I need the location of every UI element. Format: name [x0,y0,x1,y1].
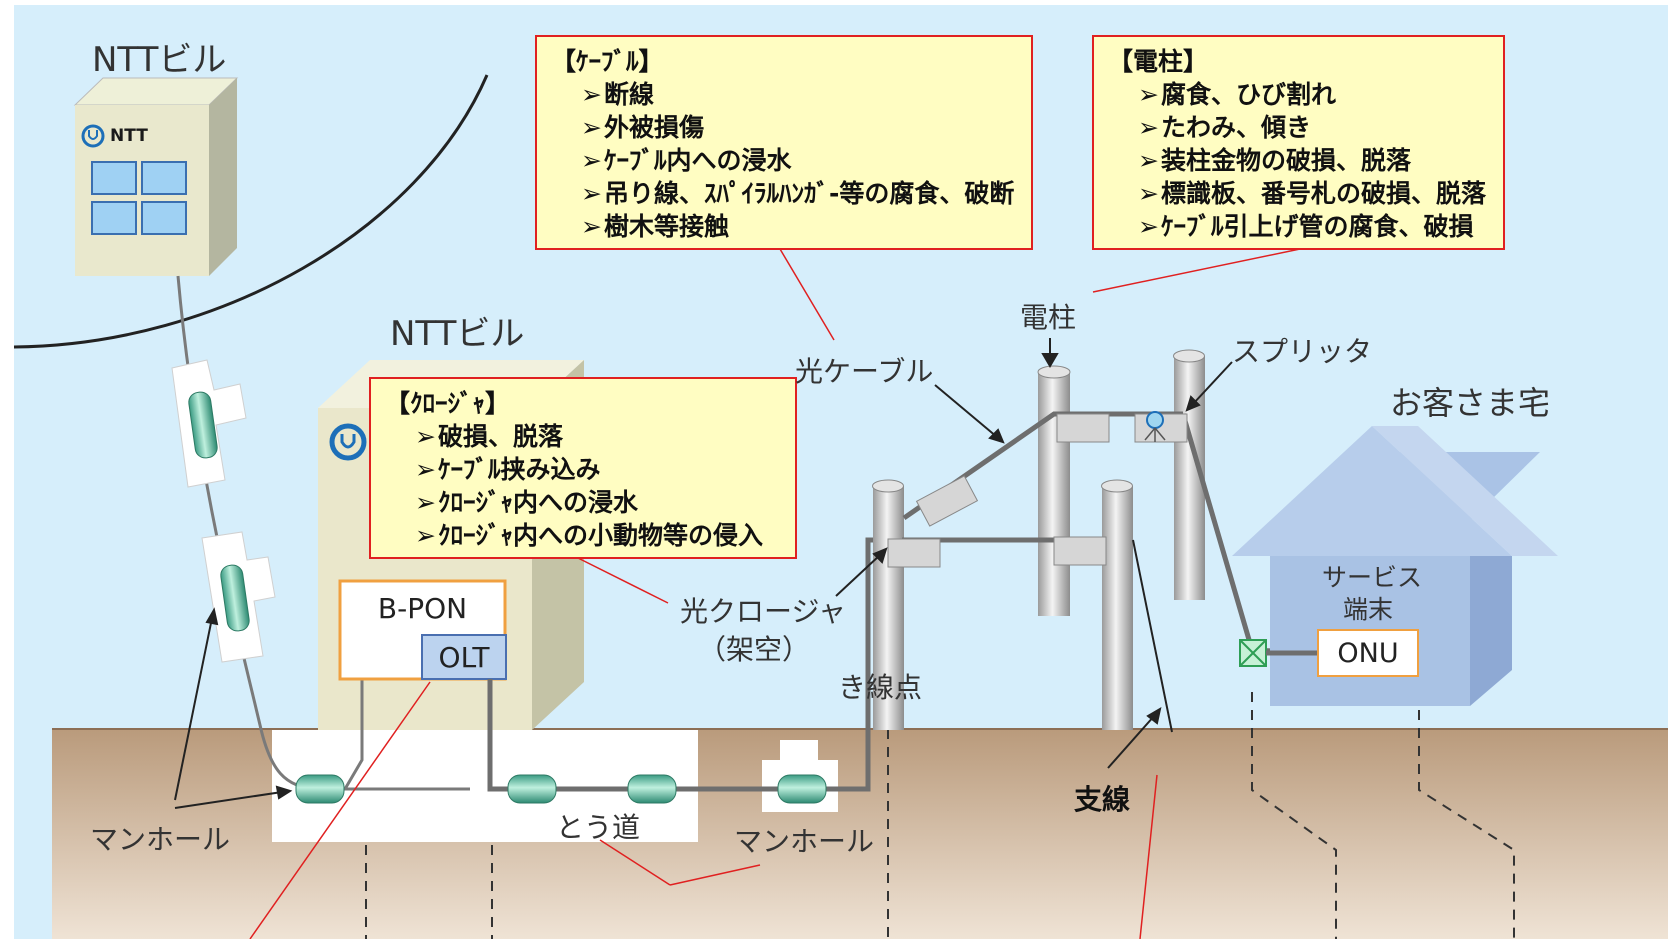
label-denchu: 電柱 [1020,301,1077,334]
note-cable-title: 【ｹｰﾌﾞﾙ】 [551,47,664,76]
tube-manhole-left [295,774,345,804]
note-pole-item: 腐食、ひび割れ [1138,78,1489,111]
splitter-icon [1146,411,1164,429]
splitter-rays [1144,427,1166,442]
note-pole-item: 標識板、番号札の破損、脱落 [1138,177,1489,210]
label-toudou: とう道 [556,811,641,844]
guy-wire [1132,539,1173,733]
closure-tube-lower [220,564,250,632]
label-hikari-closure: 光クロージャ [680,595,847,628]
label-ntt-building-mid: NTTビル [390,314,525,354]
onu-box [1317,629,1419,677]
label-hikari-cable: 光ケーブル [795,355,934,388]
callout-lines [249,248,1301,939]
note-pole-item: たわみ、傾き [1138,111,1489,144]
note-pole-list: 腐食、ひび割れ たわみ、傾き 装柱金物の破損、脱落 標識板、番号札の破損、脱落 … [1108,78,1489,243]
label-splitter: スプリッタ [1232,335,1373,368]
closure-pole-3 [1053,536,1107,566]
note-cable-item: 外被損傷 [581,111,1017,144]
note-cable-item: 樹木等接触 [581,210,1017,243]
label-olt: OLT [438,640,490,674]
dashed-underground-lines [365,692,1515,939]
note-closure-item: ｸﾛｰｼﾞｬ内への小動物等の侵入 [415,519,781,552]
note-cable-item: ｹｰﾌﾞﾙ内への浸水 [581,144,1017,177]
label-onu: ONU [1337,637,1399,669]
note-cable-list: 断線 外被損傷 ｹｰﾌﾞﾙ内への浸水 吊り線、ｽﾊﾟｲﾗﾙﾊﾝｶﾞ-等の腐食、破… [551,78,1017,243]
tube-tunnel-2 [627,774,677,804]
label-b-pon: B-PON [377,591,468,625]
note-pole-item: 装柱金物の破損、脱落 [1138,144,1489,177]
note-cable-item: 吊り線、ｽﾊﾟｲﾗﾙﾊﾝｶﾞ-等の腐食、破断 [581,177,1017,210]
ntt-logo-text: NTT [110,126,148,146]
pon-cable-down [343,680,364,790]
note-pole-title: 【電柱】 [1108,47,1209,76]
closure-pole-2 [1056,413,1110,443]
label-shisen: 支線 [1074,783,1131,816]
note-pole: 【電柱】 腐食、ひび割れ たわみ、傾き 装柱金物の破損、脱落 標識板、番号札の破… [1092,35,1505,250]
area-boundary-arc [13,74,489,349]
note-closure-item: 破損、脱落 [415,420,781,453]
closure-aerial-tilted [915,475,979,527]
label-kakuu: （架空） [698,633,811,666]
pole-2 [1037,365,1071,616]
closure-tube-upper [188,391,218,459]
label-ntt-building-top: NTTビル [92,40,227,80]
label-manhole-left: マンホール [90,823,231,856]
tube-manhole-mid [777,774,827,804]
note-pole-item: ｹｰﾌﾞﾙ引上げ管の腐食、破損 [1138,210,1489,243]
pole-1 [872,479,904,730]
pointer-arrows [174,338,1233,809]
note-cable: 【ｹｰﾌﾞﾙ】 断線 外被損傷 ｹｰﾌﾞﾙ内への浸水 吊り線、ｽﾊﾟｲﾗﾙﾊﾝｶ… [535,35,1033,250]
closure-kisenten [887,538,941,568]
note-closure-list: 破損、脱落 ｹｰﾌﾞﾙ挟み込み ｸﾛｰｼﾞｬ内への浸水 ｸﾛｰｼﾞｬ内への小動物… [385,420,781,552]
note-closure-title: 【ｸﾛｰｼﾞｬ】 [385,389,511,418]
label-manhole-mid: マンホール [734,825,875,858]
pole-3 [1101,479,1133,730]
label-okyakusama: お客さま宅 [1390,384,1551,422]
note-closure-item: ｸﾛｰｼﾞｬ内への浸水 [415,486,781,519]
note-closure: 【ｸﾛｰｼﾞｬ】 破損、脱落 ｹｰﾌﾞﾙ挟み込み ｸﾛｰｼﾞｬ内への浸水 ｸﾛｰ… [369,377,797,559]
label-service-terminal-1: サービス [1322,563,1423,592]
tube-tunnel-1 [507,774,557,804]
ntt-building-top [73,77,239,276]
label-service-terminal-2: 端末 [1343,595,1394,624]
label-kisenten: き線点 [838,671,923,704]
note-cable-item: 断線 [581,78,1017,111]
note-closure-item: ｹｰﾌﾞﾙ挟み込み [415,453,781,486]
olt-box [421,634,507,680]
